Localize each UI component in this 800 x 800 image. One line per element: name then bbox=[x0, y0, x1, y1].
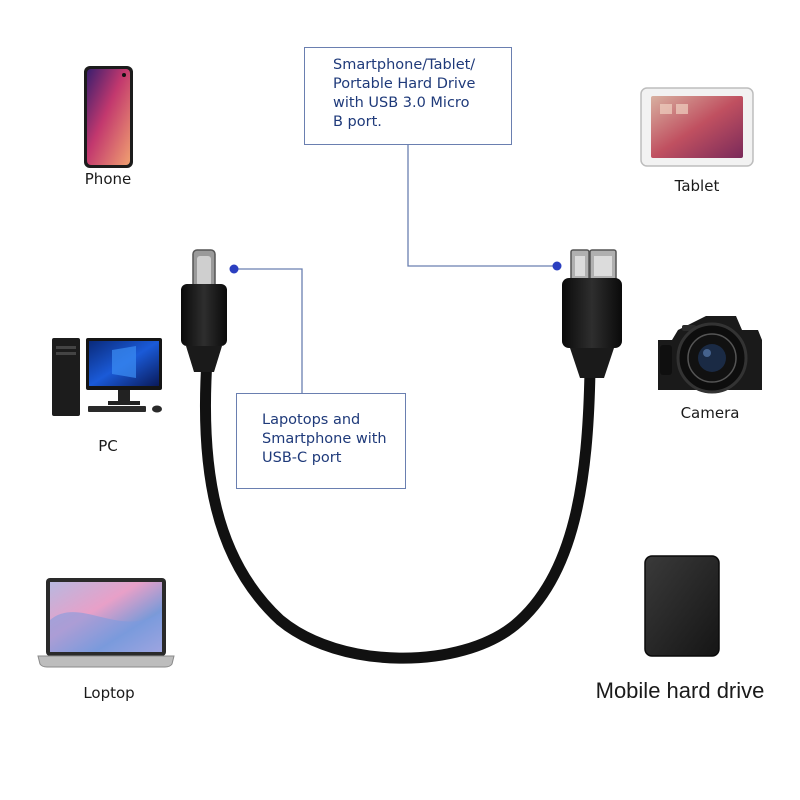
leader-dot-right bbox=[552, 261, 562, 271]
leader-lines bbox=[237, 145, 556, 393]
pc-label: PC bbox=[98, 437, 118, 455]
hard-drive-label: Mobile hard drive bbox=[595, 678, 765, 703]
usb-cable bbox=[199, 354, 596, 664]
callout-line: Lapotops and bbox=[262, 412, 361, 428]
callout-line: with USB 3.0 Micro bbox=[333, 95, 470, 111]
phone-image bbox=[84, 66, 133, 168]
usb-c-connector bbox=[181, 249, 227, 372]
phone-label: Phone bbox=[84, 170, 132, 188]
leader-dot-left bbox=[229, 264, 239, 274]
callout-line: USB-C port bbox=[262, 450, 342, 466]
camera-image bbox=[658, 316, 762, 394]
hard-drive-image bbox=[644, 555, 720, 657]
tablet-image bbox=[640, 87, 754, 167]
callout-usb-c-devices: Lapotops and Smartphone with USB-C port bbox=[236, 393, 406, 489]
callout-micro-b-devices: Smartphone/Tablet/ Portable Hard Drive w… bbox=[304, 47, 512, 145]
callout-line: B port. bbox=[333, 114, 382, 130]
pc-image bbox=[52, 338, 162, 416]
callout-line: Portable Hard Drive bbox=[333, 76, 476, 92]
micro-b-connector bbox=[562, 249, 622, 378]
callout-line: Smartphone/Tablet/ bbox=[333, 57, 476, 73]
laptop-label: Loptop bbox=[83, 684, 135, 702]
camera-label: Camera bbox=[680, 404, 740, 422]
callout-line: Smartphone with bbox=[262, 431, 387, 447]
laptop-image bbox=[37, 578, 175, 668]
tablet-label: Tablet bbox=[674, 177, 720, 195]
